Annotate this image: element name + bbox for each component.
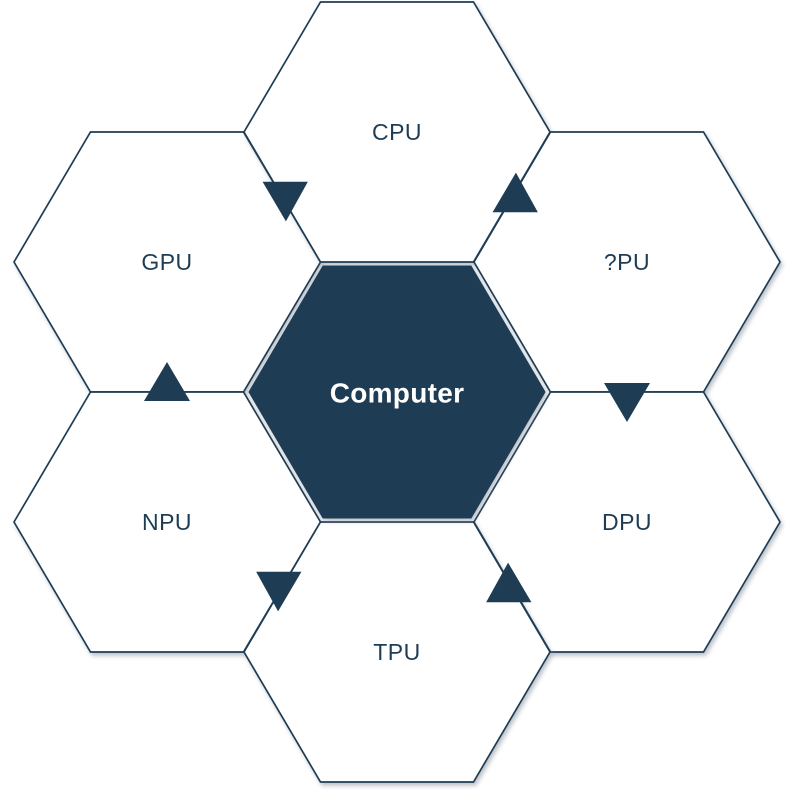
- cpu-label: CPU: [372, 119, 422, 145]
- node-dpu: DPU: [473, 391, 781, 653]
- arrowhead-dpu-to-tpu-icon: [486, 562, 532, 603]
- tpu-hexagon: [243, 521, 551, 783]
- arrowhead-gpu-to-cpu-icon: [262, 181, 308, 222]
- center-hexagon: [248, 265, 546, 519]
- arrowhead-qpu-to-dpu-icon: [604, 383, 650, 422]
- dpu-label: DPU: [602, 509, 652, 535]
- gpu-label: GPU: [141, 249, 192, 275]
- center-node: Computer: [248, 265, 546, 519]
- arrowheads: [144, 172, 650, 612]
- tpu-label: TPU: [373, 639, 421, 665]
- node-tpu: TPU: [243, 521, 551, 783]
- npu-label: NPU: [142, 509, 192, 535]
- node-npu: NPU: [13, 391, 322, 653]
- qpu-label: ?PU: [604, 249, 650, 275]
- arrowhead-npu-to-gpu-icon: [144, 362, 190, 401]
- arrowhead-tpu-to-npu-icon: [256, 571, 302, 612]
- arrowhead-cpu-to-qpu-icon: [492, 172, 538, 213]
- node-cpu: CPU: [243, 1, 551, 263]
- center-label: Computer: [330, 378, 465, 409]
